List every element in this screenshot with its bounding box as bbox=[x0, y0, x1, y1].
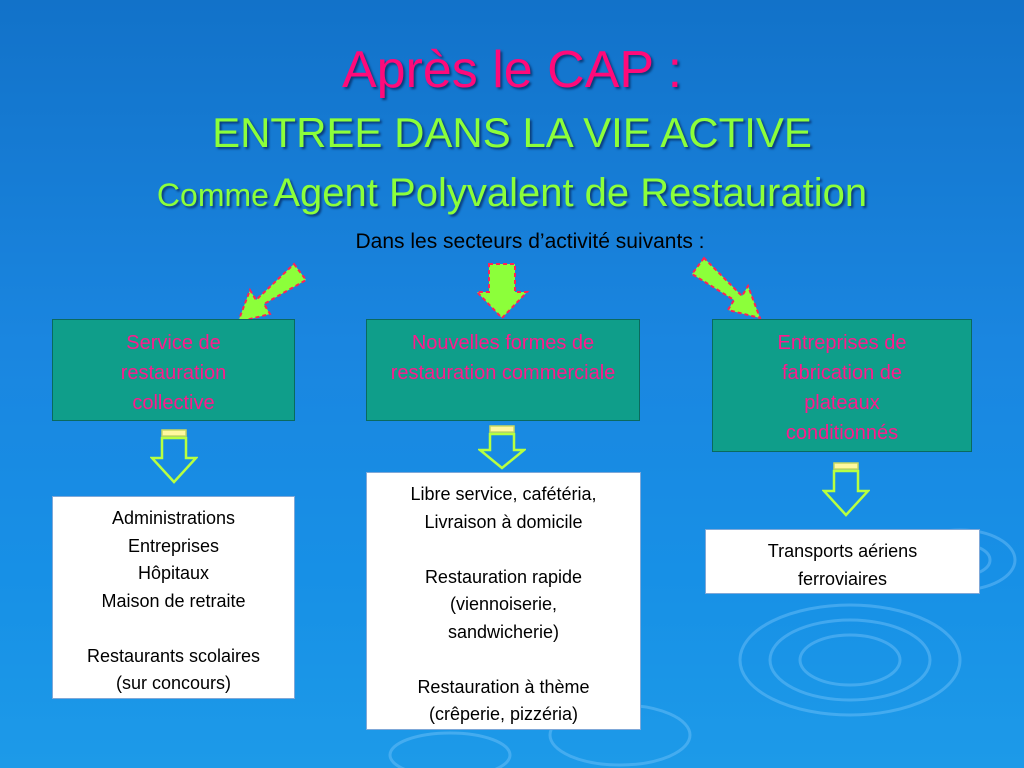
subtitle-prefix: Comme bbox=[156, 177, 269, 213]
detail-line: sandwicherie) bbox=[447, 621, 560, 642]
detail-line: Maison de retraite bbox=[101, 590, 246, 611]
slide-subtitle: ENTREE DANS LA VIE ACTIVE bbox=[212, 109, 812, 156]
intro-text: Dans les secteurs d’activité suivants : bbox=[355, 230, 705, 253]
detail-box-plateaux: Transports aériens ferroviaires bbox=[705, 529, 980, 594]
detail-line: Entreprises bbox=[127, 535, 220, 556]
detail-line bbox=[367, 646, 640, 674]
detail-box-collective: Administrations Entreprises Hôpitaux Mai… bbox=[52, 496, 295, 699]
detail-line: (crêperie, pizzéria) bbox=[428, 704, 579, 724]
detail-line: Restaurants scolaires bbox=[86, 645, 261, 666]
detail-line bbox=[53, 615, 294, 643]
slide-title: Après le CAP : bbox=[341, 41, 683, 99]
detail-line: (viennoiserie, bbox=[449, 594, 558, 614]
arrow-down-left-icon bbox=[236, 262, 308, 324]
arrow-down-right-icon bbox=[690, 256, 762, 320]
arrow-down-outline-icon bbox=[822, 462, 870, 517]
detail-line: Libre service, cafétéria, bbox=[410, 484, 597, 504]
detail-box-commercial: Libre service, cafétéria, Livraison à do… bbox=[366, 472, 641, 730]
arrow-down-outline-icon bbox=[150, 429, 198, 484]
detail-line: Administrations bbox=[111, 508, 236, 528]
sector-box-plateaux: Entreprises de fabrication de plateaux c… bbox=[712, 319, 972, 452]
slide-subtitle-role: Comme Agent Polyvalent de Restauration bbox=[0, 166, 1024, 229]
detail-line: Hôpitaux bbox=[137, 563, 210, 583]
detail-line: Restauration rapide bbox=[424, 566, 583, 587]
detail-line: (sur concours) bbox=[115, 673, 232, 693]
detail-line: Transports aériens bbox=[767, 541, 918, 561]
detail-line: Livraison à domicile bbox=[424, 511, 583, 532]
sector-box-collective: Service de restauration collective bbox=[52, 319, 295, 421]
detail-line: ferroviaires bbox=[797, 568, 888, 589]
sector-box-commercial: Nouvelles formes de restauration commerc… bbox=[366, 319, 640, 421]
arrow-down-outline-icon bbox=[478, 425, 526, 470]
subtitle-role: Agent Polyvalent de Restauration bbox=[273, 171, 868, 215]
detail-line: Restauration à thème bbox=[417, 676, 590, 697]
arrow-down-icon bbox=[474, 263, 530, 320]
detail-line bbox=[367, 536, 640, 564]
